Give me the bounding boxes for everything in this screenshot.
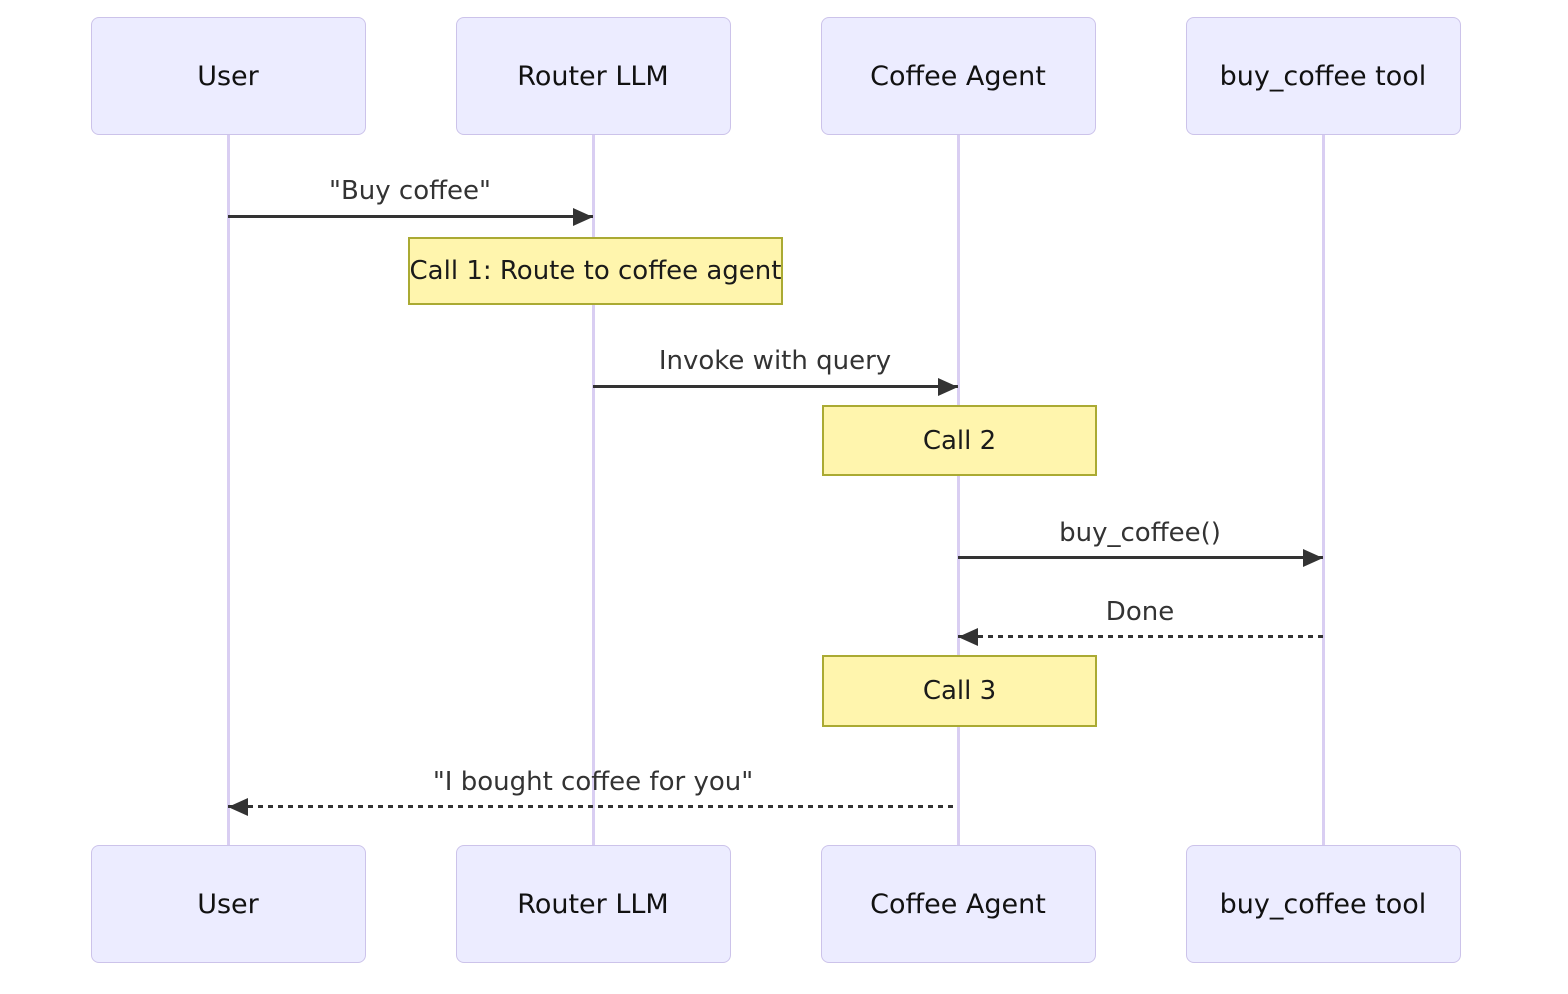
participant-label: buy_coffee tool xyxy=(1219,60,1427,92)
participant-label: Router LLM xyxy=(517,888,669,920)
message-line xyxy=(228,215,593,218)
participant-buy-coffee-tool-bottom: buy_coffee tool xyxy=(1185,845,1461,963)
lifeline-coffee-agent xyxy=(956,135,960,847)
participant-label: buy_coffee tool xyxy=(1219,888,1427,920)
message-label: "I bought coffee for you" xyxy=(432,767,754,797)
arrowhead-right-icon xyxy=(938,377,958,396)
participant-coffee-agent-top: Coffee Agent xyxy=(820,17,1096,135)
participant-label: Router LLM xyxy=(517,60,669,92)
note-call-2: Call 2 xyxy=(822,405,1097,476)
lifeline-user xyxy=(226,135,230,847)
participant-user-bottom: User xyxy=(90,845,366,963)
arrowhead-left-icon xyxy=(228,797,248,816)
message-line xyxy=(228,805,958,808)
message-line xyxy=(958,556,1323,559)
note-label: Call 2 xyxy=(922,425,997,456)
message-label: "Buy coffee" xyxy=(329,176,491,206)
message-label: Done xyxy=(1105,597,1175,627)
note-label: Call 1: Route to coffee agent xyxy=(409,256,782,286)
participant-label: Coffee Agent xyxy=(870,888,1046,920)
arrowhead-left-icon xyxy=(958,627,978,646)
note-label: Call 3 xyxy=(922,676,997,706)
participant-router-llm-bottom: Router LLM xyxy=(455,845,731,963)
participant-label: Coffee Agent xyxy=(870,60,1046,92)
participant-label: User xyxy=(197,60,259,92)
message-label: Invoke with query xyxy=(658,346,892,376)
participant-label: User xyxy=(197,888,259,920)
participant-router-llm-top: Router LLM xyxy=(455,17,731,135)
message-line xyxy=(593,385,958,388)
participant-buy-coffee-tool-top: buy_coffee tool xyxy=(1185,17,1461,135)
message-line xyxy=(958,635,1323,638)
participant-coffee-agent-bottom: Coffee Agent xyxy=(820,845,1096,963)
lifeline-buy-coffee-tool xyxy=(1321,135,1325,847)
arrowhead-right-icon xyxy=(573,207,593,226)
note-call-1: Call 1: Route to coffee agent xyxy=(408,237,783,305)
arrowhead-right-icon xyxy=(1303,548,1323,567)
lifeline-router-llm xyxy=(591,135,595,847)
message-label: buy_coffee() xyxy=(1059,518,1221,548)
participant-user-top: User xyxy=(90,17,366,135)
note-call-3: Call 3 xyxy=(822,655,1097,727)
